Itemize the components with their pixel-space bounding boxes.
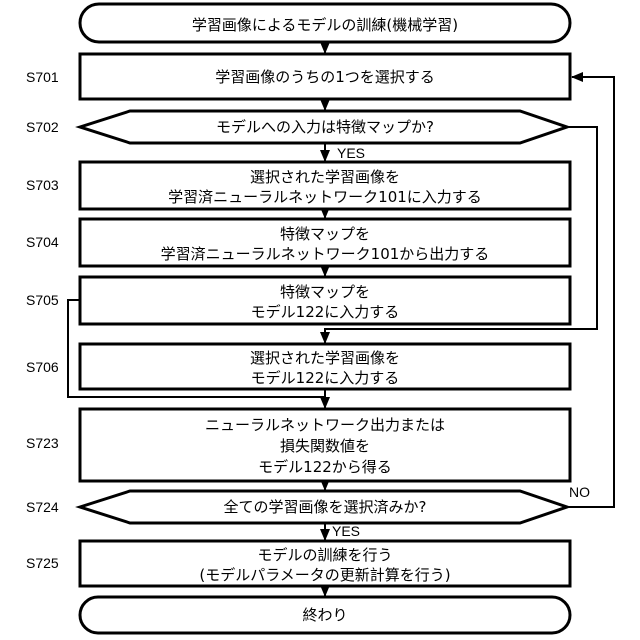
process-s704-line-1: 特徴マップを: [280, 225, 370, 243]
arrow-s724-no-loop-to-s701: [567, 77, 614, 507]
process-s723-line-1: ニューラルネットワーク出力または: [205, 416, 445, 434]
step-id-s703: S703: [26, 177, 59, 193]
process-s725-line-2: (モデルパラメータの更新計算を行う): [199, 566, 450, 584]
decision-s702: S702 モデルへの入力は特徴マップか? YES: [26, 111, 567, 161]
step-id-s705: S705: [26, 292, 59, 308]
process-s705-line-2: モデル122に入力する: [251, 303, 400, 321]
process-s704-line-2: 学習済ニューラルネットワーク101から出力する: [161, 245, 490, 263]
process-s706: S706 選択された学習画像を モデル122に入力する: [26, 344, 570, 389]
process-s701: S701 学習画像のうちの1つを選択する: [26, 54, 570, 99]
process-s703: S703 選択された学習画像を 学習済ニューラルネットワーク101に入力する: [26, 162, 570, 209]
process-s704: S704 特徴マップを 学習済ニューラルネットワーク101から出力する: [26, 219, 570, 266]
process-s701-line-1: 学習画像のうちの1つを選択する: [215, 68, 435, 86]
process-s706-line-2: モデル122に入力する: [251, 369, 400, 387]
process-s706-line-1: 選択された学習画像を: [250, 349, 400, 367]
step-id-s702: S702: [26, 119, 59, 135]
process-s725-line-1: モデルの訓練を行う: [257, 546, 392, 564]
process-s723: S723 ニューラルネットワーク出力または 損失関数値を モデル122から得る: [26, 409, 570, 481]
step-id-s725: S725: [26, 555, 59, 571]
process-s703-line-1: 選択された学習画像を: [250, 168, 400, 186]
branch-label-s702-yes: YES: [337, 145, 365, 161]
terminal-end: 終わり: [80, 597, 570, 633]
branch-label-s724-yes: YES: [332, 523, 360, 539]
decision-s724-line-1: 全ての学習画像を選択済みか?: [224, 498, 427, 516]
terminal-start-label: 学習画像によるモデルの訓練(機械学習): [192, 16, 458, 34]
process-s723-line-3: モデル122から得る: [258, 458, 392, 476]
process-s705: S705 特徴マップを モデル122に入力する: [26, 277, 570, 324]
decision-s724: S724 全ての学習画像を選択済みか? NO YES: [26, 484, 590, 539]
decision-s702-line-1: モデルへの入力は特徴マップか?: [216, 118, 434, 136]
step-id-s706: S706: [26, 359, 59, 375]
branch-label-s724-no: NO: [569, 484, 590, 500]
step-id-s701: S701: [26, 69, 59, 85]
process-s705-line-1: 特徴マップを: [280, 283, 370, 301]
process-s723-line-2: 損失関数値を: [280, 437, 370, 455]
terminal-start: 学習画像によるモデルの訓練(機械学習): [80, 4, 570, 42]
process-s703-line-2: 学習済ニューラルネットワーク101に入力する: [168, 188, 482, 206]
step-id-s724: S724: [26, 499, 59, 515]
terminal-end-label: 終わり: [302, 606, 347, 624]
process-s725: S725 モデルの訓練を行う (モデルパラメータの更新計算を行う): [26, 541, 570, 586]
step-id-s704: S704: [26, 234, 59, 250]
step-id-s723: S723: [26, 435, 59, 451]
